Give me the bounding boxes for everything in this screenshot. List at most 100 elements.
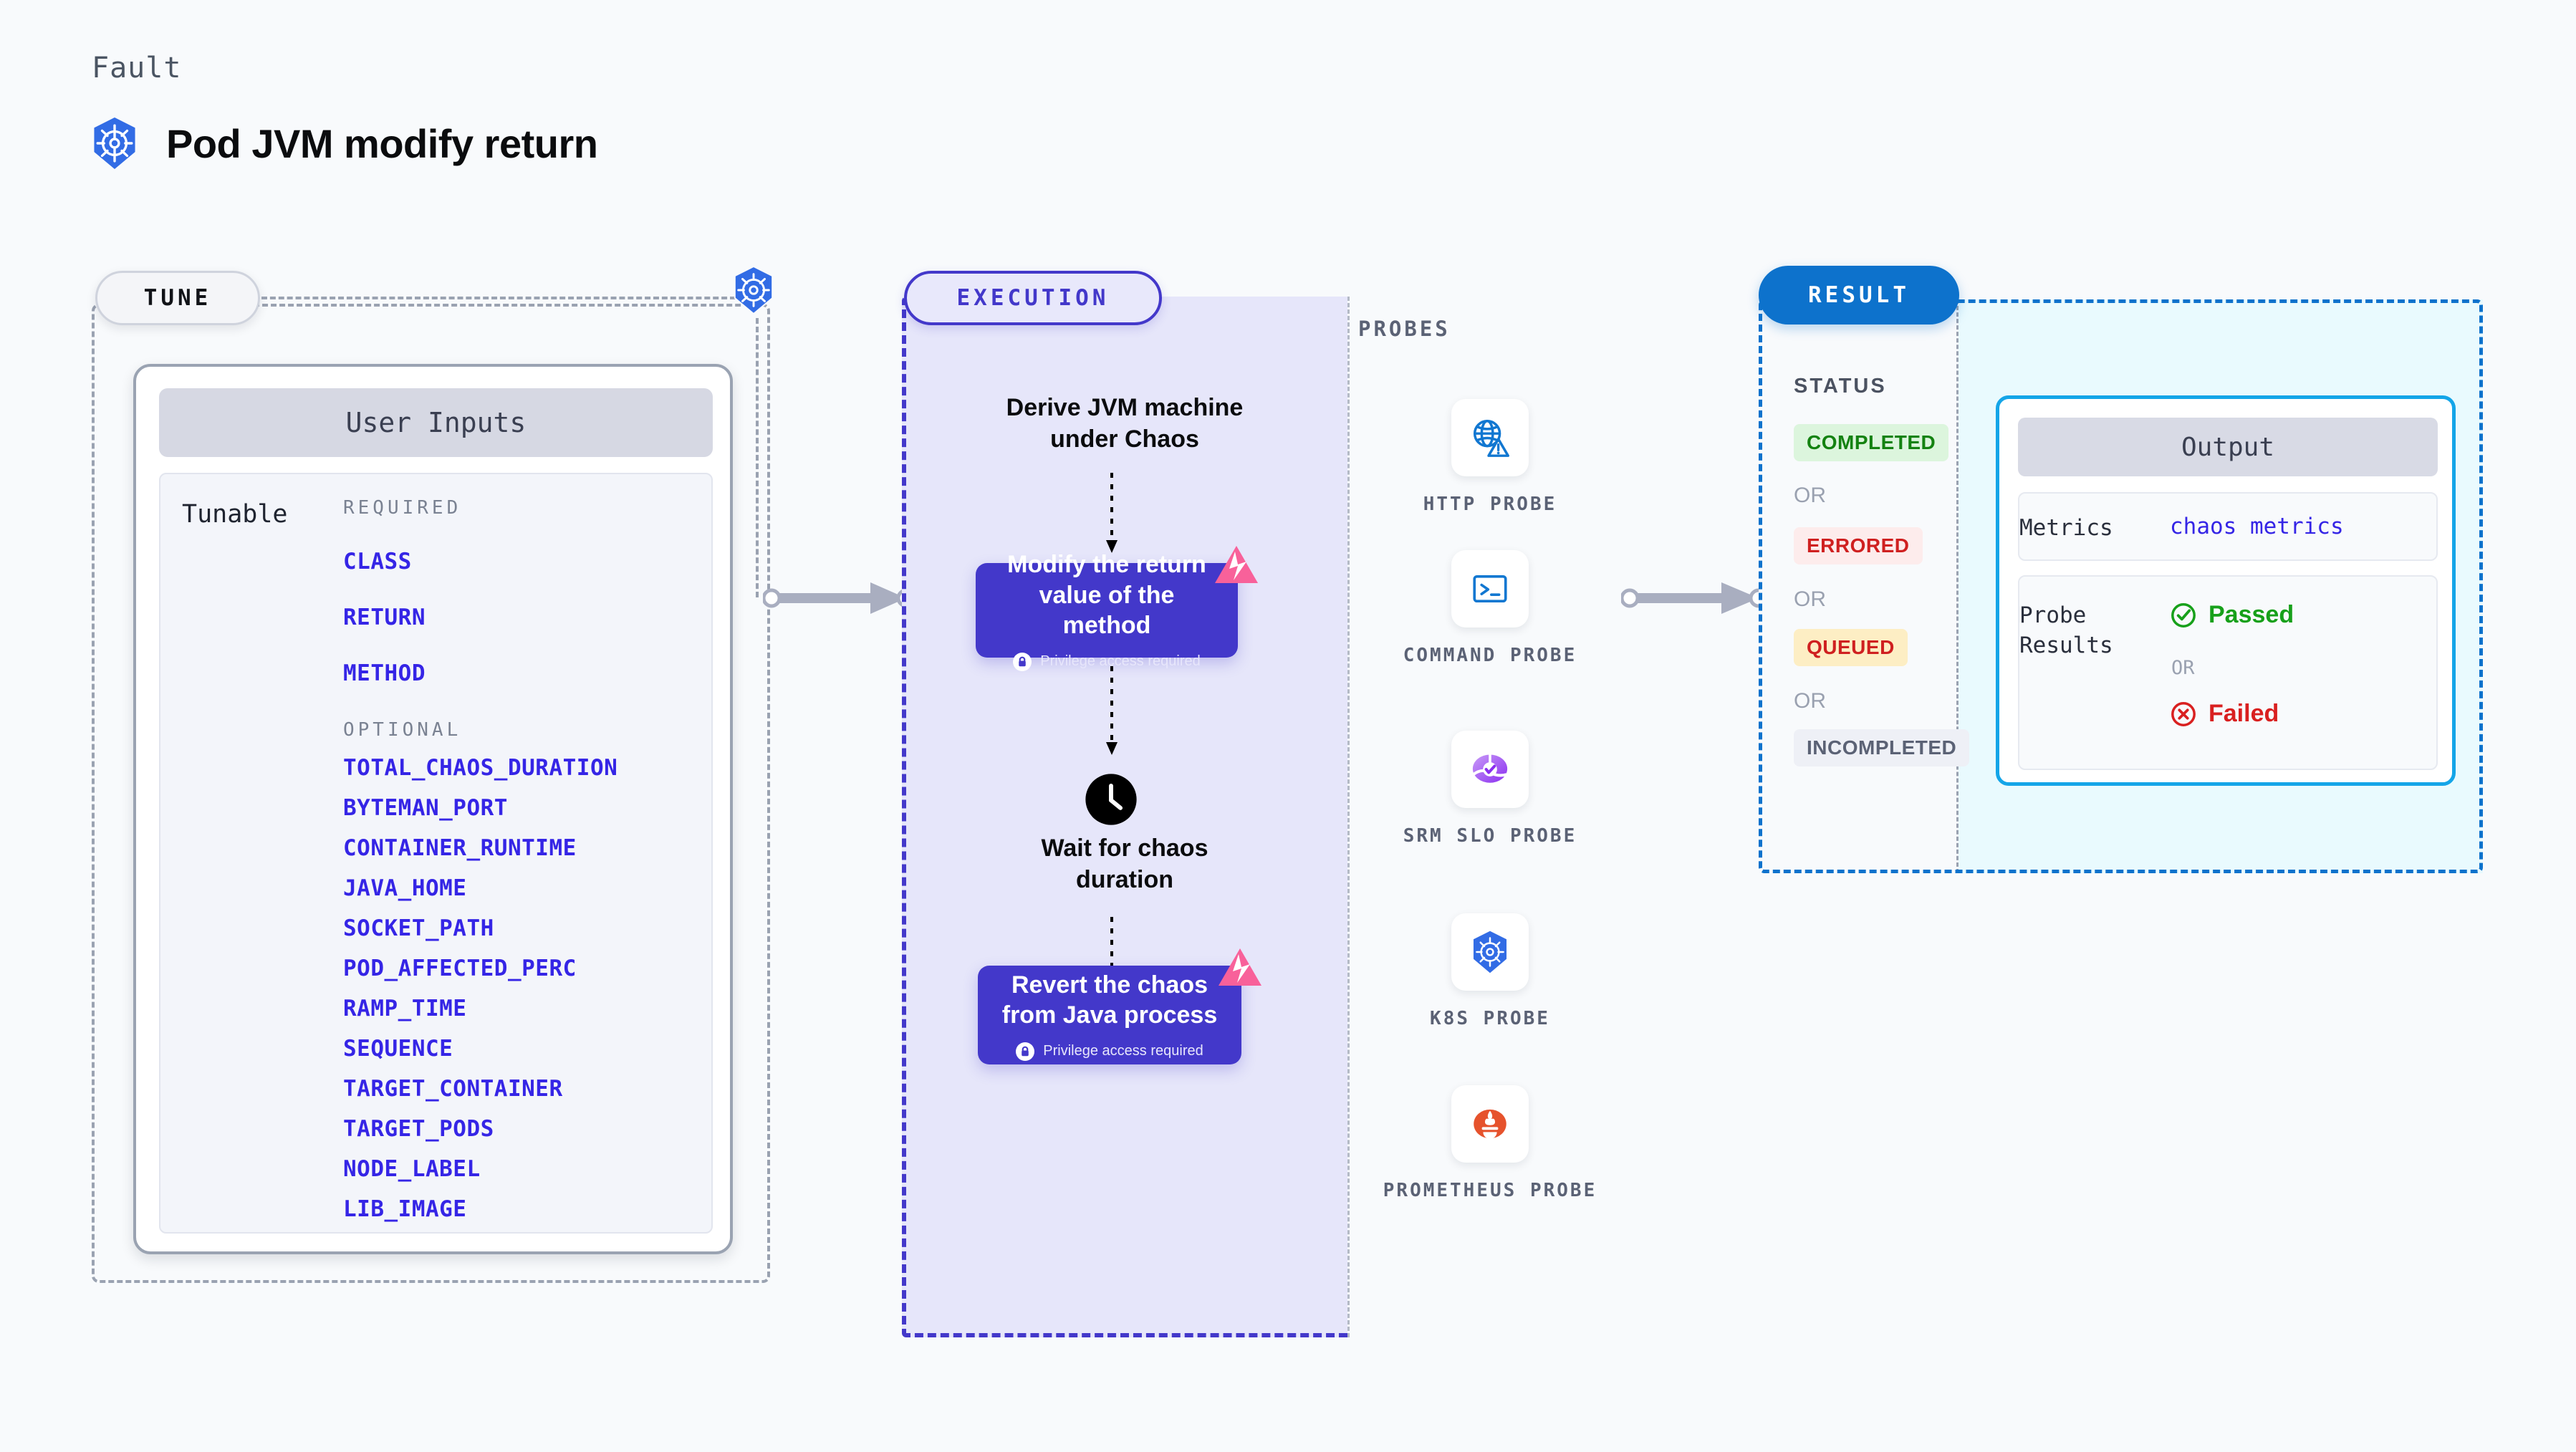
probe-tile xyxy=(1451,399,1529,476)
step-label: Wait for chaos duration xyxy=(1041,835,1208,893)
privilege-note: Privilege access required xyxy=(1016,1042,1203,1061)
tune-to-k8s-dashed-line xyxy=(261,297,736,299)
output-title: Output xyxy=(2018,418,2438,476)
status-badge-incompleted: INCOMPLETED xyxy=(1794,729,1970,766)
probes-section-label: PROBES xyxy=(1358,317,1451,341)
status-label: STATUS xyxy=(1794,375,1887,398)
output-metrics-value[interactable]: chaos metrics xyxy=(2170,514,2344,539)
result-pill[interactable]: RESULT xyxy=(1759,266,1959,324)
user-inputs-body: Tunable REQUIRED CLASS RETURN METHOD OPT… xyxy=(159,473,713,1234)
required-param-list: CLASS RETURN METHOD xyxy=(343,549,701,686)
status-or-2: OR xyxy=(1794,587,1826,611)
flow-connector-2 xyxy=(1106,666,1118,755)
kubernetes-icon xyxy=(1473,931,1507,973)
tune-pill[interactable]: TUNE xyxy=(95,271,260,325)
execution-step-wait-chaos: Wait for chaos duration xyxy=(924,833,1325,895)
status-badge-completed: COMPLETED xyxy=(1794,424,1949,461)
probe-label: SRM SLO PROBE xyxy=(1403,825,1577,847)
privilege-note-text: Privilege access required xyxy=(1043,1043,1203,1059)
param-total-chaos-duration[interactable]: TOTAL_CHAOS_DURATION xyxy=(343,755,618,781)
param-ramp-time[interactable]: RAMP_TIME xyxy=(343,996,467,1021)
output-metrics-row xyxy=(2018,492,2438,561)
prometheus-icon xyxy=(1474,1109,1506,1139)
step-label: Revert the chaos from Java process xyxy=(1001,971,1218,1029)
execution-step-derive-jvm: Derive JVM machine under Chaos xyxy=(924,393,1325,455)
status-or-3: OR xyxy=(1794,689,1826,713)
probe-label: K8S PROBE xyxy=(1430,1008,1550,1029)
probe-srm-slo[interactable]: SRM SLO PROBE xyxy=(1347,731,1633,849)
globe-warning-icon xyxy=(1473,420,1509,457)
tune-region xyxy=(92,304,770,1283)
param-target-pods[interactable]: TARGET_PODS xyxy=(343,1116,494,1142)
status-or-1: OR xyxy=(1794,484,1826,507)
param-return[interactable]: RETURN xyxy=(343,605,426,630)
required-group-title: REQUIRED xyxy=(343,497,462,519)
output-card: Output Metrics chaos metrics Probe Resul… xyxy=(1996,395,2456,786)
probe-tile xyxy=(1451,731,1529,808)
check-circle-icon xyxy=(2171,602,2196,628)
param-java-home[interactable]: JAVA_HOME xyxy=(343,875,467,901)
probe-tile xyxy=(1451,913,1529,991)
probe-command[interactable]: COMMAND PROBE xyxy=(1347,550,1633,668)
param-byteman-port[interactable]: BYTEMAN_PORT xyxy=(343,795,508,821)
lock-icon xyxy=(1016,1042,1035,1061)
privilege-note: Privilege access required xyxy=(1013,652,1201,671)
output-probe-results-key: Probe Results xyxy=(2019,602,2113,658)
kubernetes-icon xyxy=(90,117,139,170)
execution-to-result-arrow xyxy=(1621,582,1769,614)
probe-verdict-or: OR xyxy=(2171,657,2195,679)
page-title: Pod JVM modify return xyxy=(166,120,598,166)
status-badge-errored: ERRORED xyxy=(1794,527,1923,564)
probe-verdict-passed: Passed xyxy=(2170,601,2294,629)
user-inputs-title: User Inputs xyxy=(159,388,713,457)
probe-label: COMMAND PROBE xyxy=(1403,645,1577,666)
x-circle-icon xyxy=(2171,701,2196,726)
probe-tile xyxy=(1451,1085,1529,1163)
param-target-container[interactable]: TARGET_CONTAINER xyxy=(343,1076,563,1102)
param-socket-path[interactable]: SOCKET_PATH xyxy=(343,915,494,941)
execution-step-revert-chaos[interactable]: Revert the chaos from Java process Privi… xyxy=(978,948,1261,1064)
litmus-chaos-icon xyxy=(1215,546,1258,583)
param-class[interactable]: CLASS xyxy=(343,549,412,574)
param-sequence[interactable]: SEQUENCE xyxy=(343,1036,453,1062)
param-pod-affected-perc[interactable]: POD_AFFECTED_PERC xyxy=(343,956,577,981)
lock-icon xyxy=(1013,652,1032,671)
execution-pill[interactable]: EXECUTION xyxy=(904,271,1162,325)
probe-label: PROMETHEUS PROBE xyxy=(1383,1180,1597,1201)
step-label: Modify the return value of the method xyxy=(1007,551,1206,640)
probe-k8s[interactable]: K8S PROBE xyxy=(1347,913,1633,1032)
param-lib-image[interactable]: LIB_IMAGE xyxy=(343,1196,467,1222)
output-probe-results-row xyxy=(2018,575,2438,770)
terminal-icon xyxy=(1473,574,1507,603)
srm-slo-icon xyxy=(1472,754,1508,783)
optional-group-title: OPTIONAL xyxy=(343,719,462,741)
probe-http[interactable]: HTTP PROBE xyxy=(1347,399,1633,517)
page-title-row: Pod JVM modify return xyxy=(90,117,598,170)
result-region xyxy=(1759,299,2483,873)
k8s-vertical-dashed-line xyxy=(756,318,759,597)
page-eyebrow: Fault xyxy=(92,52,182,85)
param-container-runtime[interactable]: CONTAINER_RUNTIME xyxy=(343,835,577,861)
result-status-panel xyxy=(1759,299,1959,873)
privilege-note-text: Privilege access required xyxy=(1040,653,1201,670)
litmus-chaos-icon xyxy=(1219,948,1261,986)
probe-verdict-failed: Failed xyxy=(2170,700,2279,728)
tunable-label: Tunable xyxy=(182,500,288,529)
kubernetes-node-icon xyxy=(731,265,776,318)
flow-connector-1 xyxy=(1106,473,1118,553)
probe-prometheus[interactable]: PROMETHEUS PROBE xyxy=(1347,1085,1633,1203)
step-label: Derive JVM machine under Chaos xyxy=(1006,394,1244,453)
user-inputs-card: User Inputs Tunable REQUIRED CLASS RETUR… xyxy=(133,364,733,1254)
verdict-label: Passed xyxy=(2209,601,2294,628)
output-metrics-key: Metrics xyxy=(2019,515,2113,541)
tune-to-execution-arrow xyxy=(763,582,916,614)
param-node-label[interactable]: NODE_LABEL xyxy=(343,1156,481,1182)
param-method[interactable]: METHOD xyxy=(343,660,426,686)
optional-param-list: TOTAL_CHAOS_DURATION BYTEMAN_PORT CONTAI… xyxy=(343,755,701,1222)
clock-icon xyxy=(1085,774,1137,825)
status-badge-queued: QUEUED xyxy=(1794,629,1908,666)
probe-tile xyxy=(1451,550,1529,628)
execution-step-modify-return[interactable]: Modify the return value of the method Pr… xyxy=(976,546,1258,671)
verdict-label: Failed xyxy=(2209,700,2279,727)
probe-label: HTTP PROBE xyxy=(1423,494,1557,515)
